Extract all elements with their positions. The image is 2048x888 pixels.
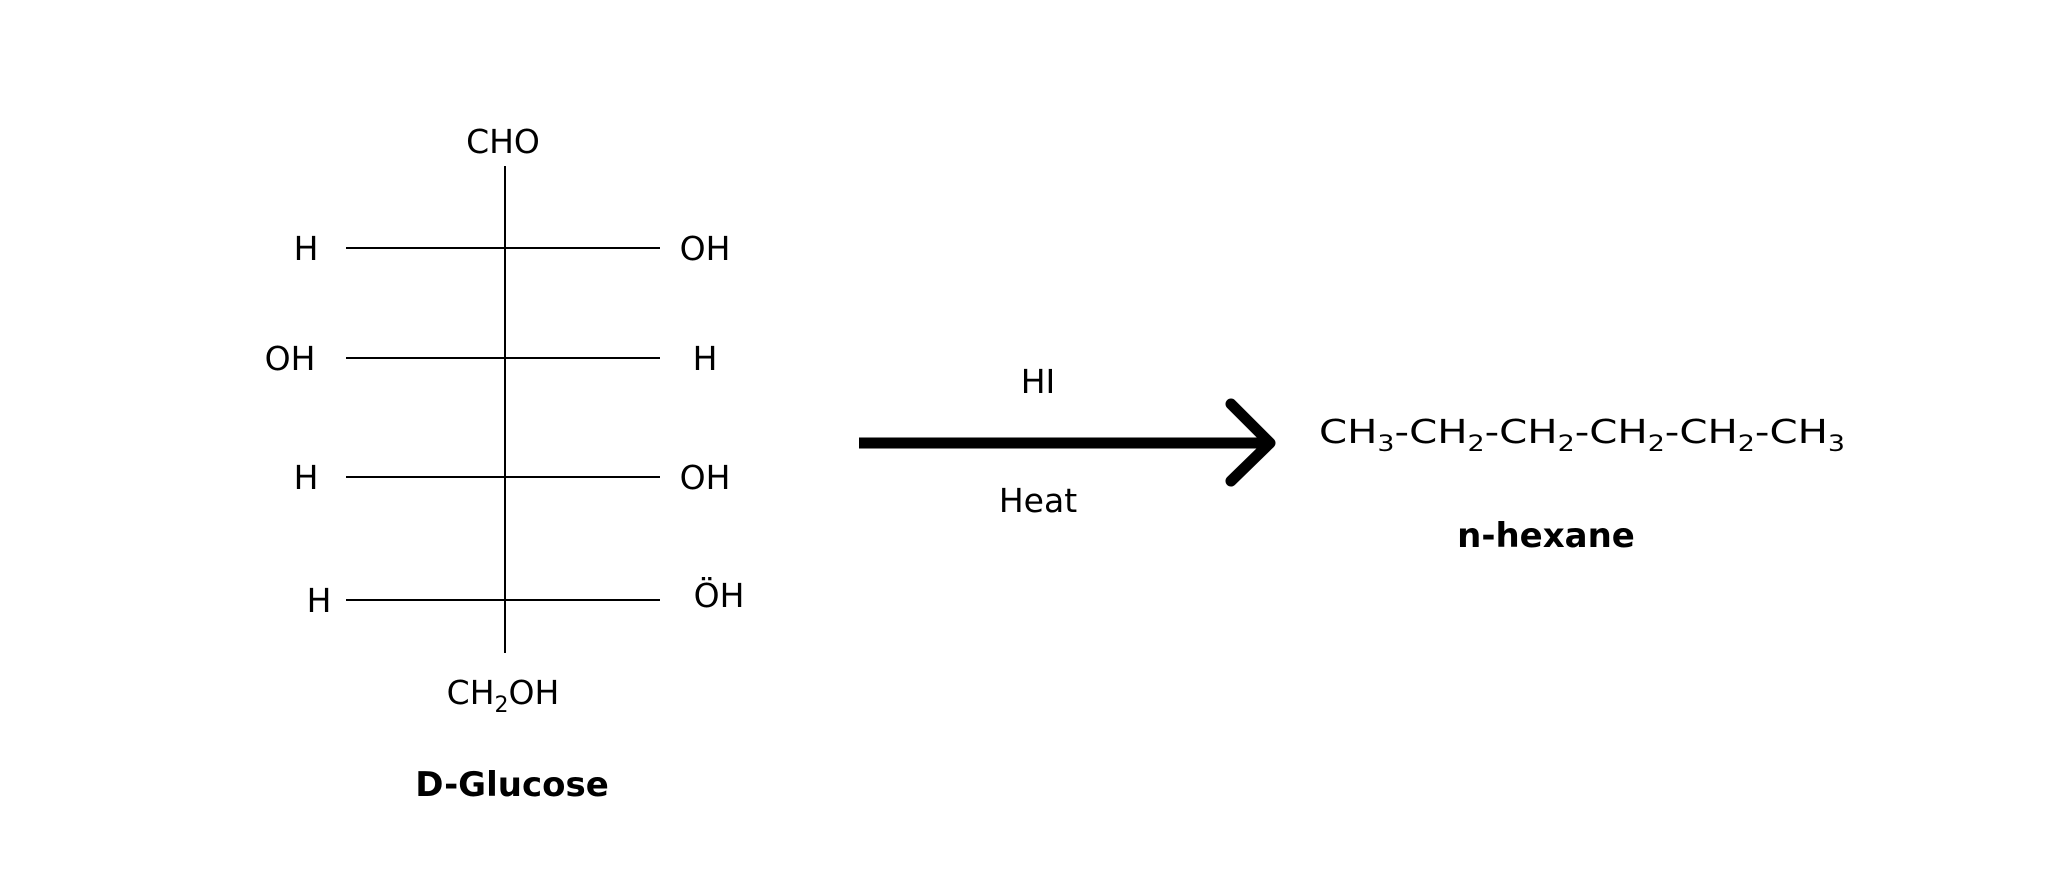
row-4-right: ÖH [694, 575, 745, 615]
product-name: n-hexane [1457, 516, 1635, 556]
condition-label: Heat [999, 481, 1077, 520]
row-2-left: OH [265, 339, 316, 378]
reactant-name: D-Glucose [415, 765, 609, 805]
fischer-projection: CHO H OH OH H H OH H ÖH CH2OH D-Glucose [265, 122, 745, 805]
row-3-right: OH [680, 458, 731, 497]
row-1-left: H [294, 229, 319, 268]
top-group: CHO [466, 122, 540, 161]
row-2-right: H [693, 339, 718, 378]
row-1-right: OH [680, 229, 731, 268]
row-4-left: H [307, 581, 332, 620]
reaction-arrow: HI Heat [859, 362, 1276, 520]
reagent-label: HI [1021, 362, 1056, 401]
row-3-left: H [294, 458, 319, 497]
bottom-group: CH2OH [447, 673, 560, 718]
arrow-head [1225, 398, 1276, 487]
